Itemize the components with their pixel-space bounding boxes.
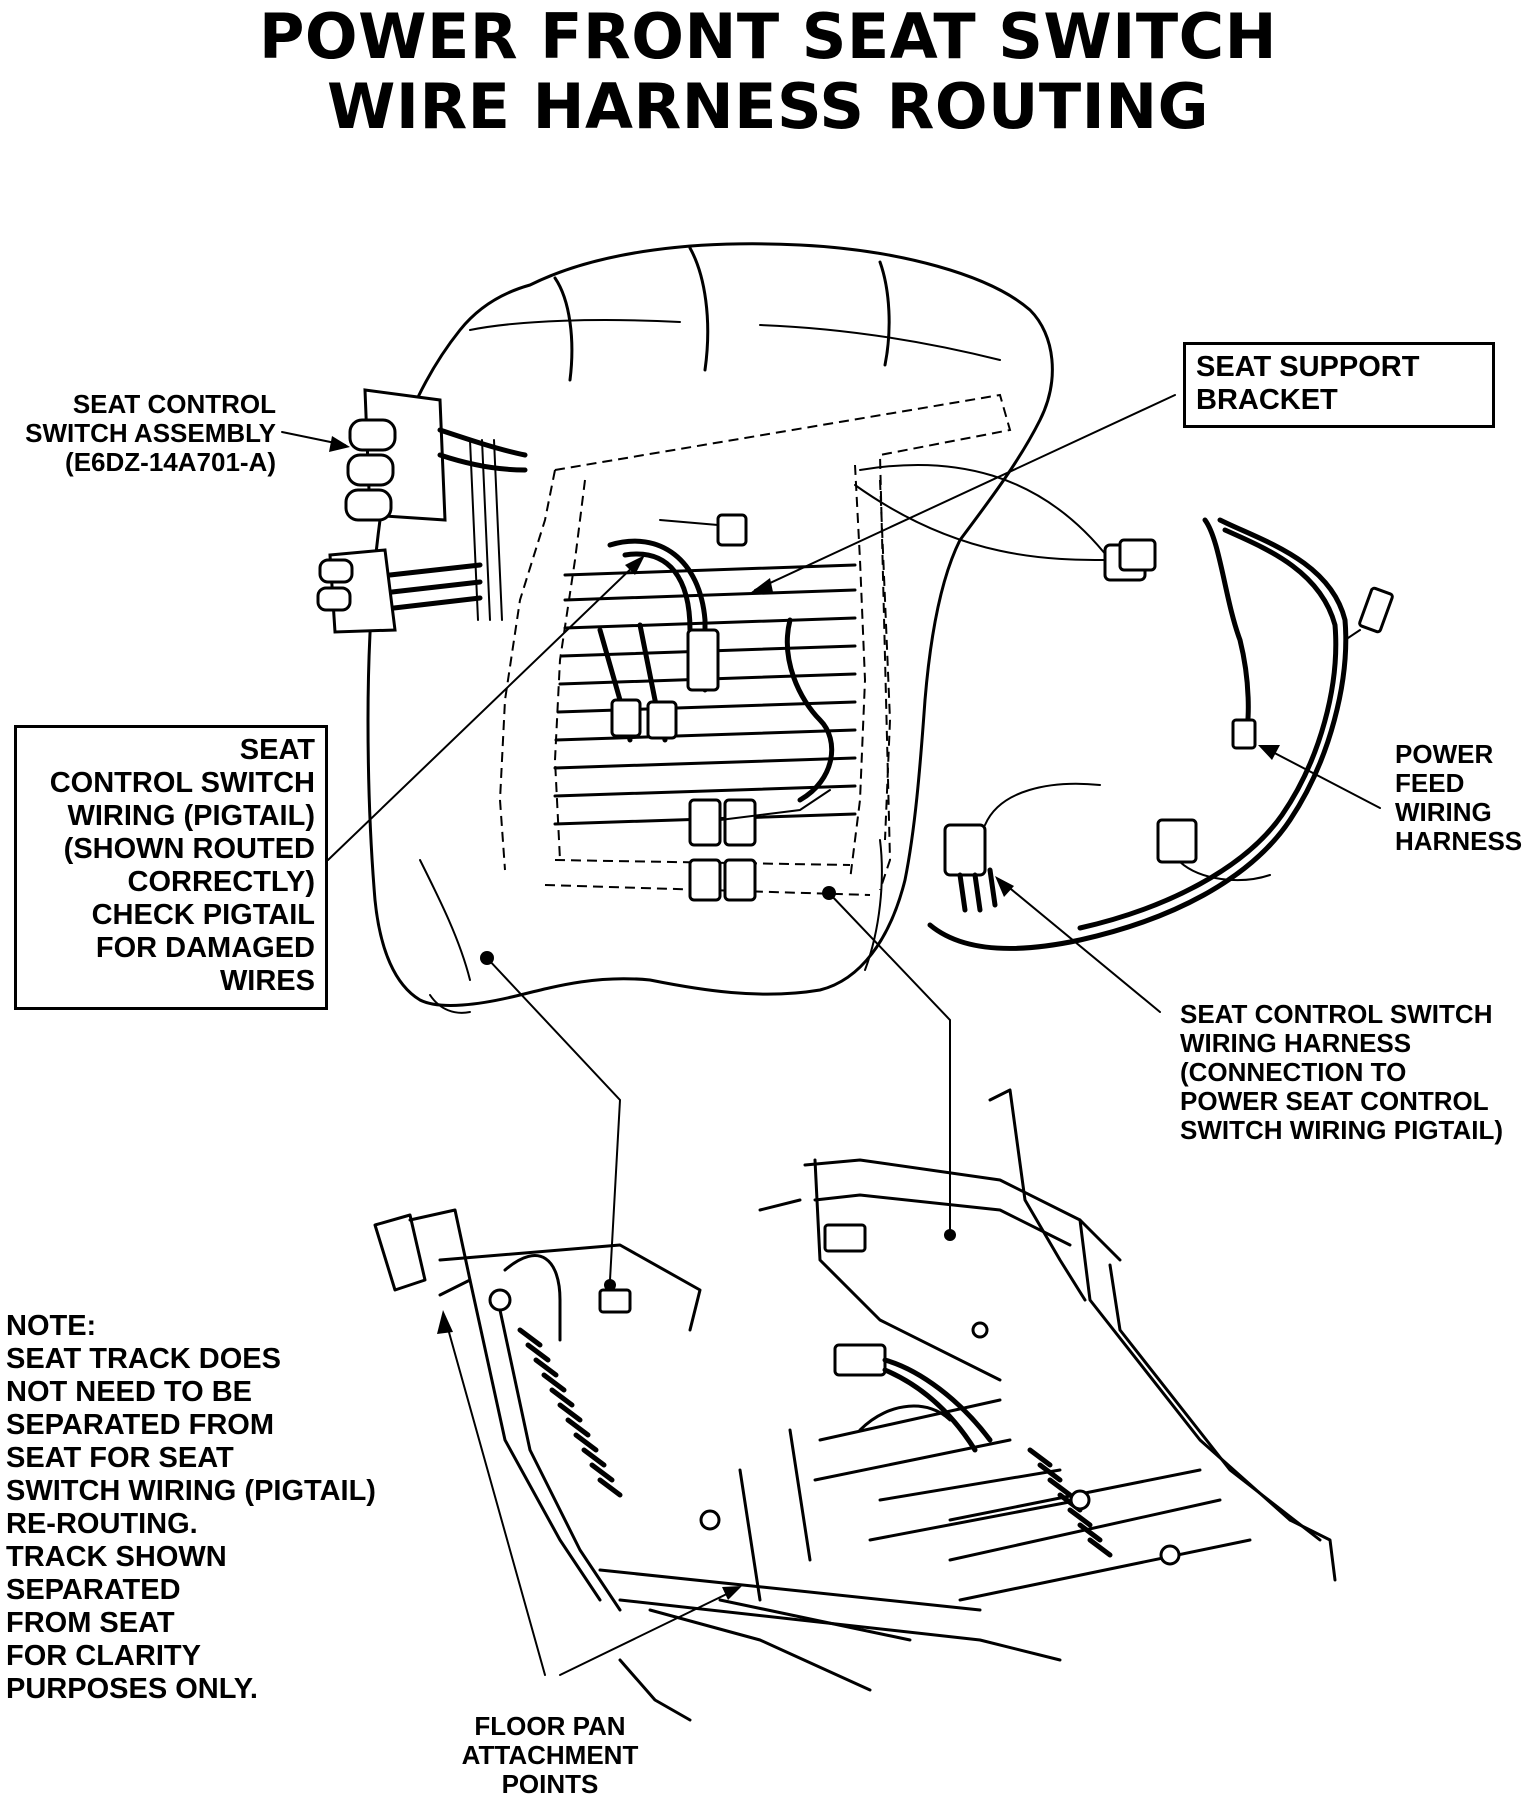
diagram-title: POWER FRONT SEAT SWITCH WIRE HARNESS ROU… <box>0 2 1536 142</box>
leader-lines <box>281 394 1381 1676</box>
switch-assembly-upper <box>344 388 528 621</box>
label-power-feed-wiring-harness: POWER FEED WIRING HARNESS <box>1395 739 1523 856</box>
pigtail-harness <box>597 513 835 902</box>
label-seat-control-switch-assembly: SEAT CONTROL SWITCH ASSEMBLY (E6DZ-14A70… <box>25 389 276 477</box>
power-feed-harness <box>854 463 1394 951</box>
label-seat-support-bracket: SEAT SUPPORT BRACKET <box>1183 342 1495 428</box>
label-seat-control-switch-wiring-harness: SEAT CONTROL SWITCH WIRING HARNESS (CONN… <box>1180 999 1504 1145</box>
label-note: NOTE: SEAT TRACK DOES NOT NEED TO BE SEP… <box>6 1310 376 1705</box>
label-seat-control-switch-wiring-pigtail: SEAT CONTROL SWITCH WIRING (PIGTAIL) (SH… <box>14 725 328 1010</box>
label-floor-pan-attachment-points: FLOOR PAN ATTACHMENT POINTS <box>461 1711 639 1799</box>
title-line-1: POWER FRONT SEAT SWITCH <box>258 0 1278 73</box>
seat-track <box>373 1088 1337 1722</box>
attachment-points <box>480 886 956 1291</box>
title-line-2: WIRE HARNESS ROUTING <box>326 70 1210 143</box>
switch-assembly-lower <box>316 548 483 634</box>
